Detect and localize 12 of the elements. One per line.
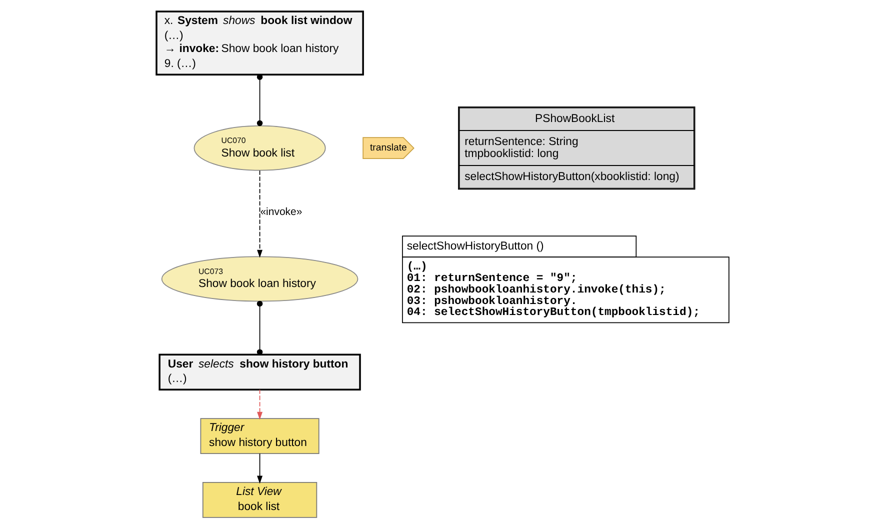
arrow (256, 453, 262, 484)
node-box: List View book list (202, 482, 317, 518)
node-box: x. System shows book list window (…) → invoke: Show book loan history 9. (…) (155, 10, 364, 76)
node-ellipse: UC073 Show book loan history (160, 256, 358, 302)
arrow (256, 389, 262, 420)
node-box: User selects show history button (…) (158, 354, 360, 391)
arrow (256, 170, 262, 258)
node-ellipse: UC070 Show book list (193, 125, 326, 171)
connector (256, 300, 262, 355)
connector (256, 74, 262, 126)
edge-label: «invoke» (260, 206, 302, 218)
node-box: Trigger show history button (200, 418, 319, 454)
